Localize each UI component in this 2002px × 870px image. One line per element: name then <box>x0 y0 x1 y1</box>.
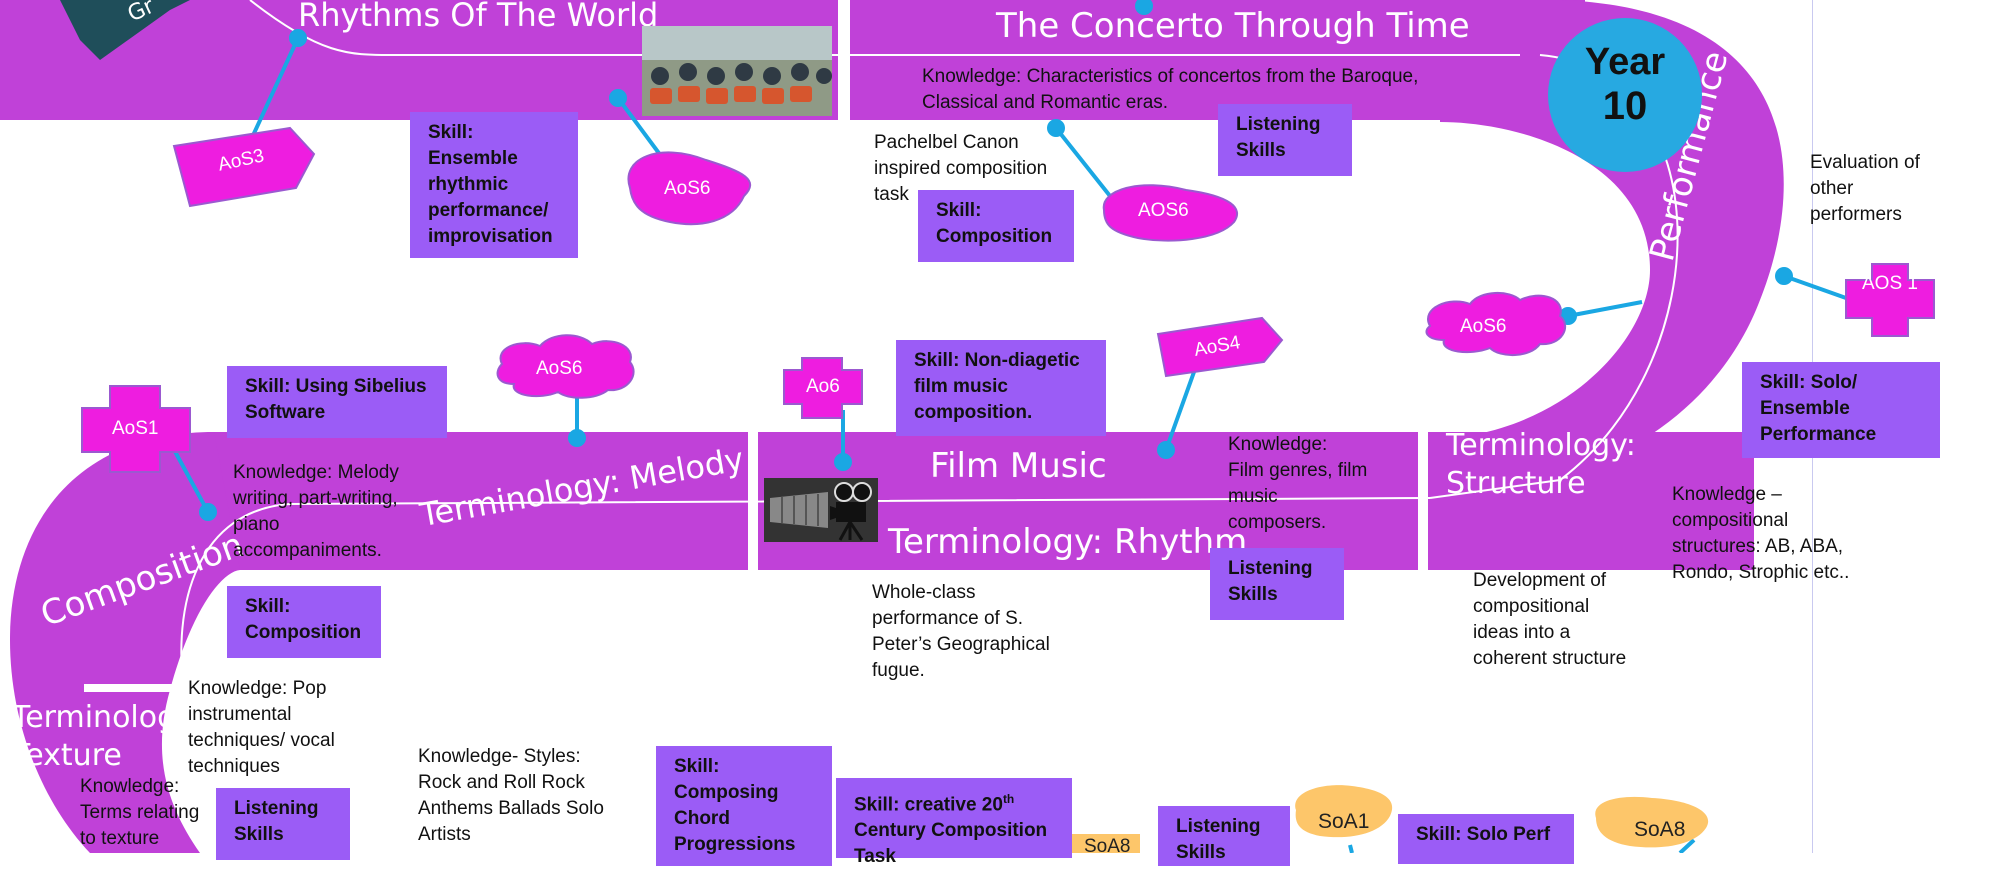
skill-chord-progressions-box: Skill: Composing Chord Progressions <box>656 746 832 866</box>
aos6-tag-a: AoS6 <box>664 178 711 199</box>
skill-listening-bottom-box: Listening Skills <box>1158 806 1290 866</box>
soa8-tag-a: SoA8 <box>1084 836 1131 857</box>
unit-terminology-structure-line2: Structure <box>1446 466 1586 501</box>
film-projector-icon <box>764 478 878 542</box>
knowledge-geographical: Whole-class performance of S. Peter’s Ge… <box>872 582 1050 681</box>
knowledge-concerto: Knowledge: Characteristics of concertos … <box>922 66 1419 113</box>
year-badge: Year 10 <box>1548 18 1702 172</box>
ao6-tag: Ao6 <box>806 376 840 397</box>
unit-terminology-texture-line1: Terminology: <box>12 700 202 735</box>
knowledge-structures: Knowledge – compositional structures: AB… <box>1672 484 1850 583</box>
skill-listening-mid-box: Listening Skills <box>1210 548 1344 620</box>
knowledge-pop: Knowledge: Pop instrumental techniques/ … <box>188 678 335 777</box>
knowledge-styles: Knowledge- Styles: Rock and Roll Rock An… <box>418 746 604 845</box>
knowledge-film: Knowledge: Film genres, film music compo… <box>1228 434 1368 533</box>
unit-film-music-title: Film Music <box>930 446 1107 486</box>
skill-creative-20th-box: Skill: creative 20th Century Composition… <box>836 778 1072 867</box>
skill-solo-ensemble-box: Skill: Solo/ Ensemble Performance <box>1742 362 1940 458</box>
aos1-left-tag: AoS1 <box>112 418 159 439</box>
soa8-tag-b: SoA8 <box>1634 818 1686 841</box>
aos3-tag-shape <box>172 126 316 208</box>
drummers-photo <box>642 26 832 116</box>
knowledge-pachelbel: Pachelbel Canon inspired composition tas… <box>874 132 1048 205</box>
knowledge-texture-terms: Knowledge: Terms relating to texture <box>80 776 200 849</box>
skill-composition-top-box: Skill: Composition <box>918 190 1074 262</box>
knowledge-melody: Knowledge: Melody writing, part-writing,… <box>233 462 399 561</box>
skill-listening-left-box: Listening Skills <box>216 788 350 860</box>
skill-composition-left-box: Skill: Composition <box>227 586 381 658</box>
aos1-right-tag: AOS 1 <box>1862 273 1918 294</box>
skill-solo-bottom-box: Skill: Solo Perf <box>1398 814 1574 864</box>
skill-sibelius-box: Skill: Using Sibelius Software <box>227 366 447 438</box>
skill-ensemble-box: Skill: Ensemble rhythmic performance/ im… <box>410 112 578 258</box>
unit-concerto-title: The Concerto Through Time <box>996 6 1470 46</box>
aos6-tag-b: AOS6 <box>1138 200 1189 221</box>
knowledge-evaluation: Evaluation of other performers <box>1810 152 1920 225</box>
unit-terminology-texture-line2: Texture <box>12 738 122 773</box>
corner-tab <box>60 0 190 60</box>
unit-rhythms-title: Rhythms Of The World <box>298 0 659 34</box>
unit-terminology-structure-line1: Terminology: <box>1446 428 1636 463</box>
unit-terminology-rhythm-title: Terminology: Rhythm <box>888 522 1248 562</box>
knowledge-development: Development of compositional ideas into … <box>1473 570 1627 669</box>
skill-listening-top-box: Listening Skills <box>1218 104 1352 176</box>
skill-non-diagetic-box: Skill: Non-diagetic film music compositi… <box>896 340 1106 436</box>
aos6-tag-c: AoS6 <box>1460 316 1507 337</box>
left-curve <box>10 432 240 853</box>
aos6-cloud-tag: AoS6 <box>536 358 583 379</box>
soa1-tag: SoA1 <box>1318 810 1370 833</box>
